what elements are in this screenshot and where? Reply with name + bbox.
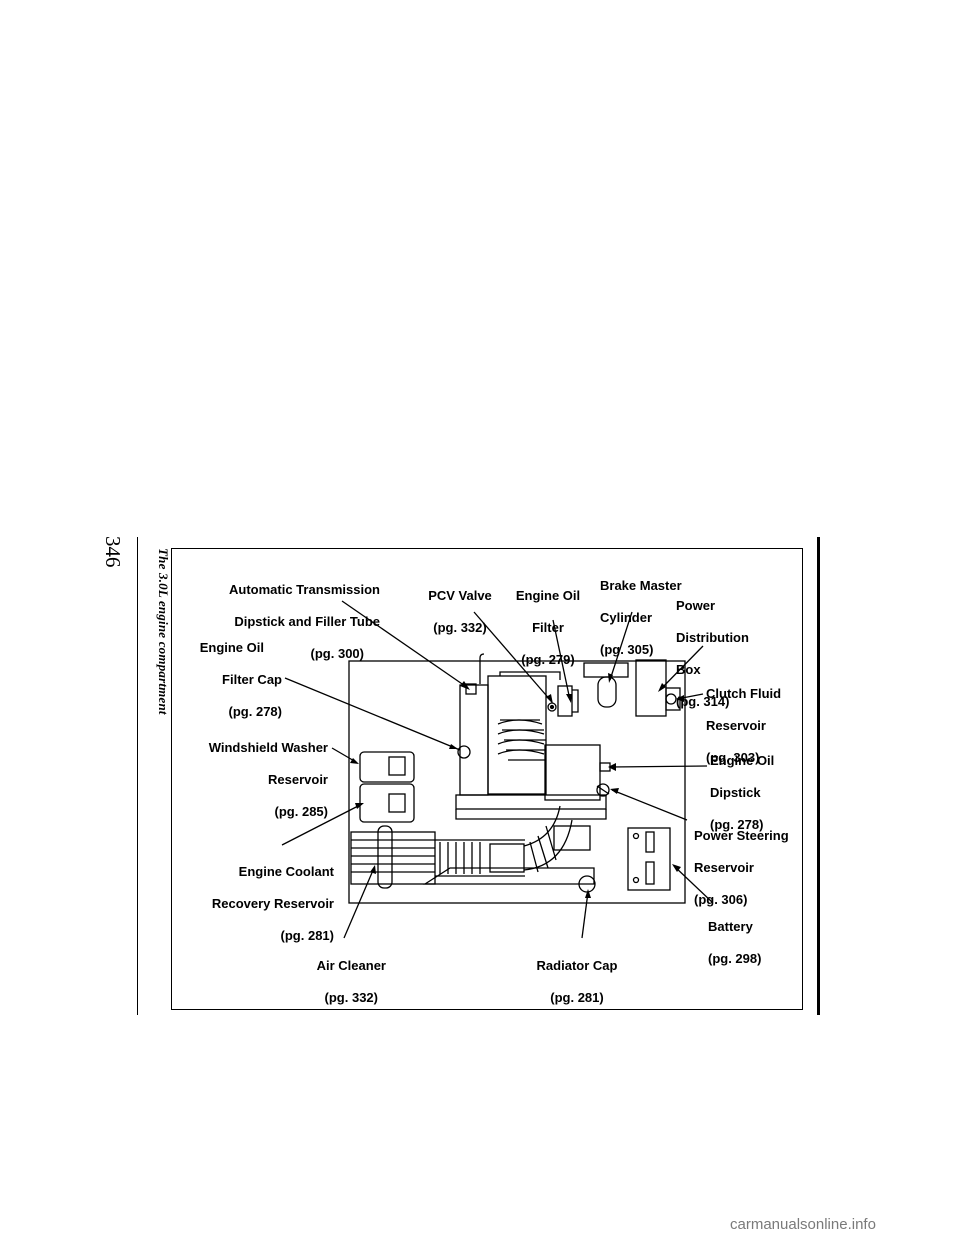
coolant-reservoir xyxy=(359,783,415,823)
leader-oil-filter-cap xyxy=(284,677,461,751)
leader-radiator-cap xyxy=(581,891,589,939)
label-engine-coolant-reservoir: Engine Coolant Recovery Reservoir (pg. 2… xyxy=(196,848,334,960)
engine-oil-filter-cap xyxy=(457,745,471,759)
label-line: Filter xyxy=(532,620,564,635)
label-line: (pg. 281) xyxy=(550,990,604,1005)
leader-oil-filter xyxy=(552,619,571,701)
label-line: Reservoir xyxy=(268,772,328,787)
label-line: (pg. 314) xyxy=(676,694,730,709)
label-line: PCV Valve xyxy=(428,588,492,603)
leader-coolant xyxy=(281,803,363,846)
label-line: Reservoir xyxy=(694,860,754,875)
leader-air-cleaner xyxy=(343,867,375,939)
label-line: Cylinder xyxy=(600,610,653,625)
label-windshield-washer-reservoir: Windshield Washer Reservoir (pg. 285) xyxy=(196,724,328,836)
label-line: (pg. 332) xyxy=(433,620,487,635)
label-line: Recovery Reservoir xyxy=(211,896,334,911)
leader-lines xyxy=(281,600,713,939)
watermark[interactable]: carmanualsonline.info xyxy=(730,1216,876,1233)
label-clutch-fluid-reservoir: Clutch Fluid Reservoir (pg. 303) xyxy=(706,670,806,782)
label-line: (pg. 281) xyxy=(280,928,334,943)
label-engine-oil-filter: Engine Oil Filter (pg. 279) xyxy=(508,572,588,684)
label-line: Brake Master xyxy=(600,578,682,593)
figure-frame xyxy=(171,548,803,1010)
leader-dipstick xyxy=(609,765,708,768)
label-line: Engine Oil xyxy=(199,640,264,655)
leader-battery xyxy=(673,865,713,903)
leader-transmission xyxy=(341,600,469,689)
label-line: (pg. 285) xyxy=(274,804,328,819)
label-line: Battery xyxy=(708,919,753,934)
label-radiator-cap: Radiator Cap (pg. 281) xyxy=(522,942,632,1022)
battery xyxy=(627,827,671,891)
label-line: (pg. 298) xyxy=(708,951,762,966)
label-engine-oil-dipstick: Engine Oil Dipstick (pg. 278) xyxy=(710,737,800,849)
label-line: Clutch Fluid xyxy=(706,686,782,701)
label-line: (pg. 279) xyxy=(521,652,575,667)
arrowheads xyxy=(350,673,684,898)
label-power-distribution-box: Power Distribution Box (pg. 314) xyxy=(676,582,776,726)
label-line: Dipstick xyxy=(710,785,761,800)
label-line: (pg. 305) xyxy=(600,642,654,657)
margin-rule xyxy=(137,537,138,1015)
air-cleaner xyxy=(350,805,591,889)
transmission-filler-cap xyxy=(465,683,477,695)
label-pcv-valve: PCV Valve (pg. 332) xyxy=(420,572,500,652)
leader-distribution-box xyxy=(659,645,704,691)
label-line: (pg. 300) xyxy=(310,646,364,661)
label-battery: Battery (pg. 298) xyxy=(708,903,788,983)
label-power-steering-reservoir: Power Steering Reservoir (pg. 306) xyxy=(694,812,798,924)
label-line: Air Cleaner xyxy=(316,958,386,973)
power-steering-reservoir xyxy=(596,783,610,797)
page-edge-rule xyxy=(817,537,820,1015)
label-line: (pg. 332) xyxy=(324,990,378,1005)
engine-block xyxy=(455,653,607,820)
label-line: Windshield Washer xyxy=(208,740,328,755)
label-line: Distribution xyxy=(676,630,749,645)
label-automatic-transmission: Automatic Transmission Dipstick and Fill… xyxy=(202,566,380,678)
label-line: (pg. 303) xyxy=(706,750,760,765)
label-line: Engine Oil xyxy=(515,588,581,603)
label-line: (pg. 278) xyxy=(228,704,282,719)
brake-master-cylinder xyxy=(583,662,629,708)
label-brake-master-cylinder: Brake Master Cylinder (pg. 305) xyxy=(600,562,710,674)
leader-pcv xyxy=(473,611,553,703)
label-line: Filter Cap xyxy=(222,672,282,687)
label-line: Reservoir xyxy=(706,718,766,733)
label-line: Power Steering xyxy=(694,828,789,843)
label-air-cleaner: Air Cleaner (pg. 332) xyxy=(290,942,386,1022)
label-line: Radiator Cap xyxy=(536,958,618,973)
label-line: (pg. 278) xyxy=(710,817,764,832)
clutch-fluid-reservoir xyxy=(665,693,677,705)
washer-reservoir xyxy=(359,751,415,783)
label-line: (pg. 306) xyxy=(694,892,748,907)
label-engine-oil-filter-cap: Engine Oil Filter Cap (pg. 278) xyxy=(190,624,282,736)
label-line: Engine Oil xyxy=(710,753,775,768)
label-line: Automatic Transmission xyxy=(229,582,380,597)
label-line: Engine Coolant xyxy=(238,864,334,879)
label-line: Dipstick and Filler Tube xyxy=(234,614,380,629)
label-line: Power xyxy=(676,598,716,613)
label-line: Box xyxy=(676,662,701,677)
leader-power-steering xyxy=(611,789,688,821)
leader-brake-master xyxy=(609,611,633,681)
